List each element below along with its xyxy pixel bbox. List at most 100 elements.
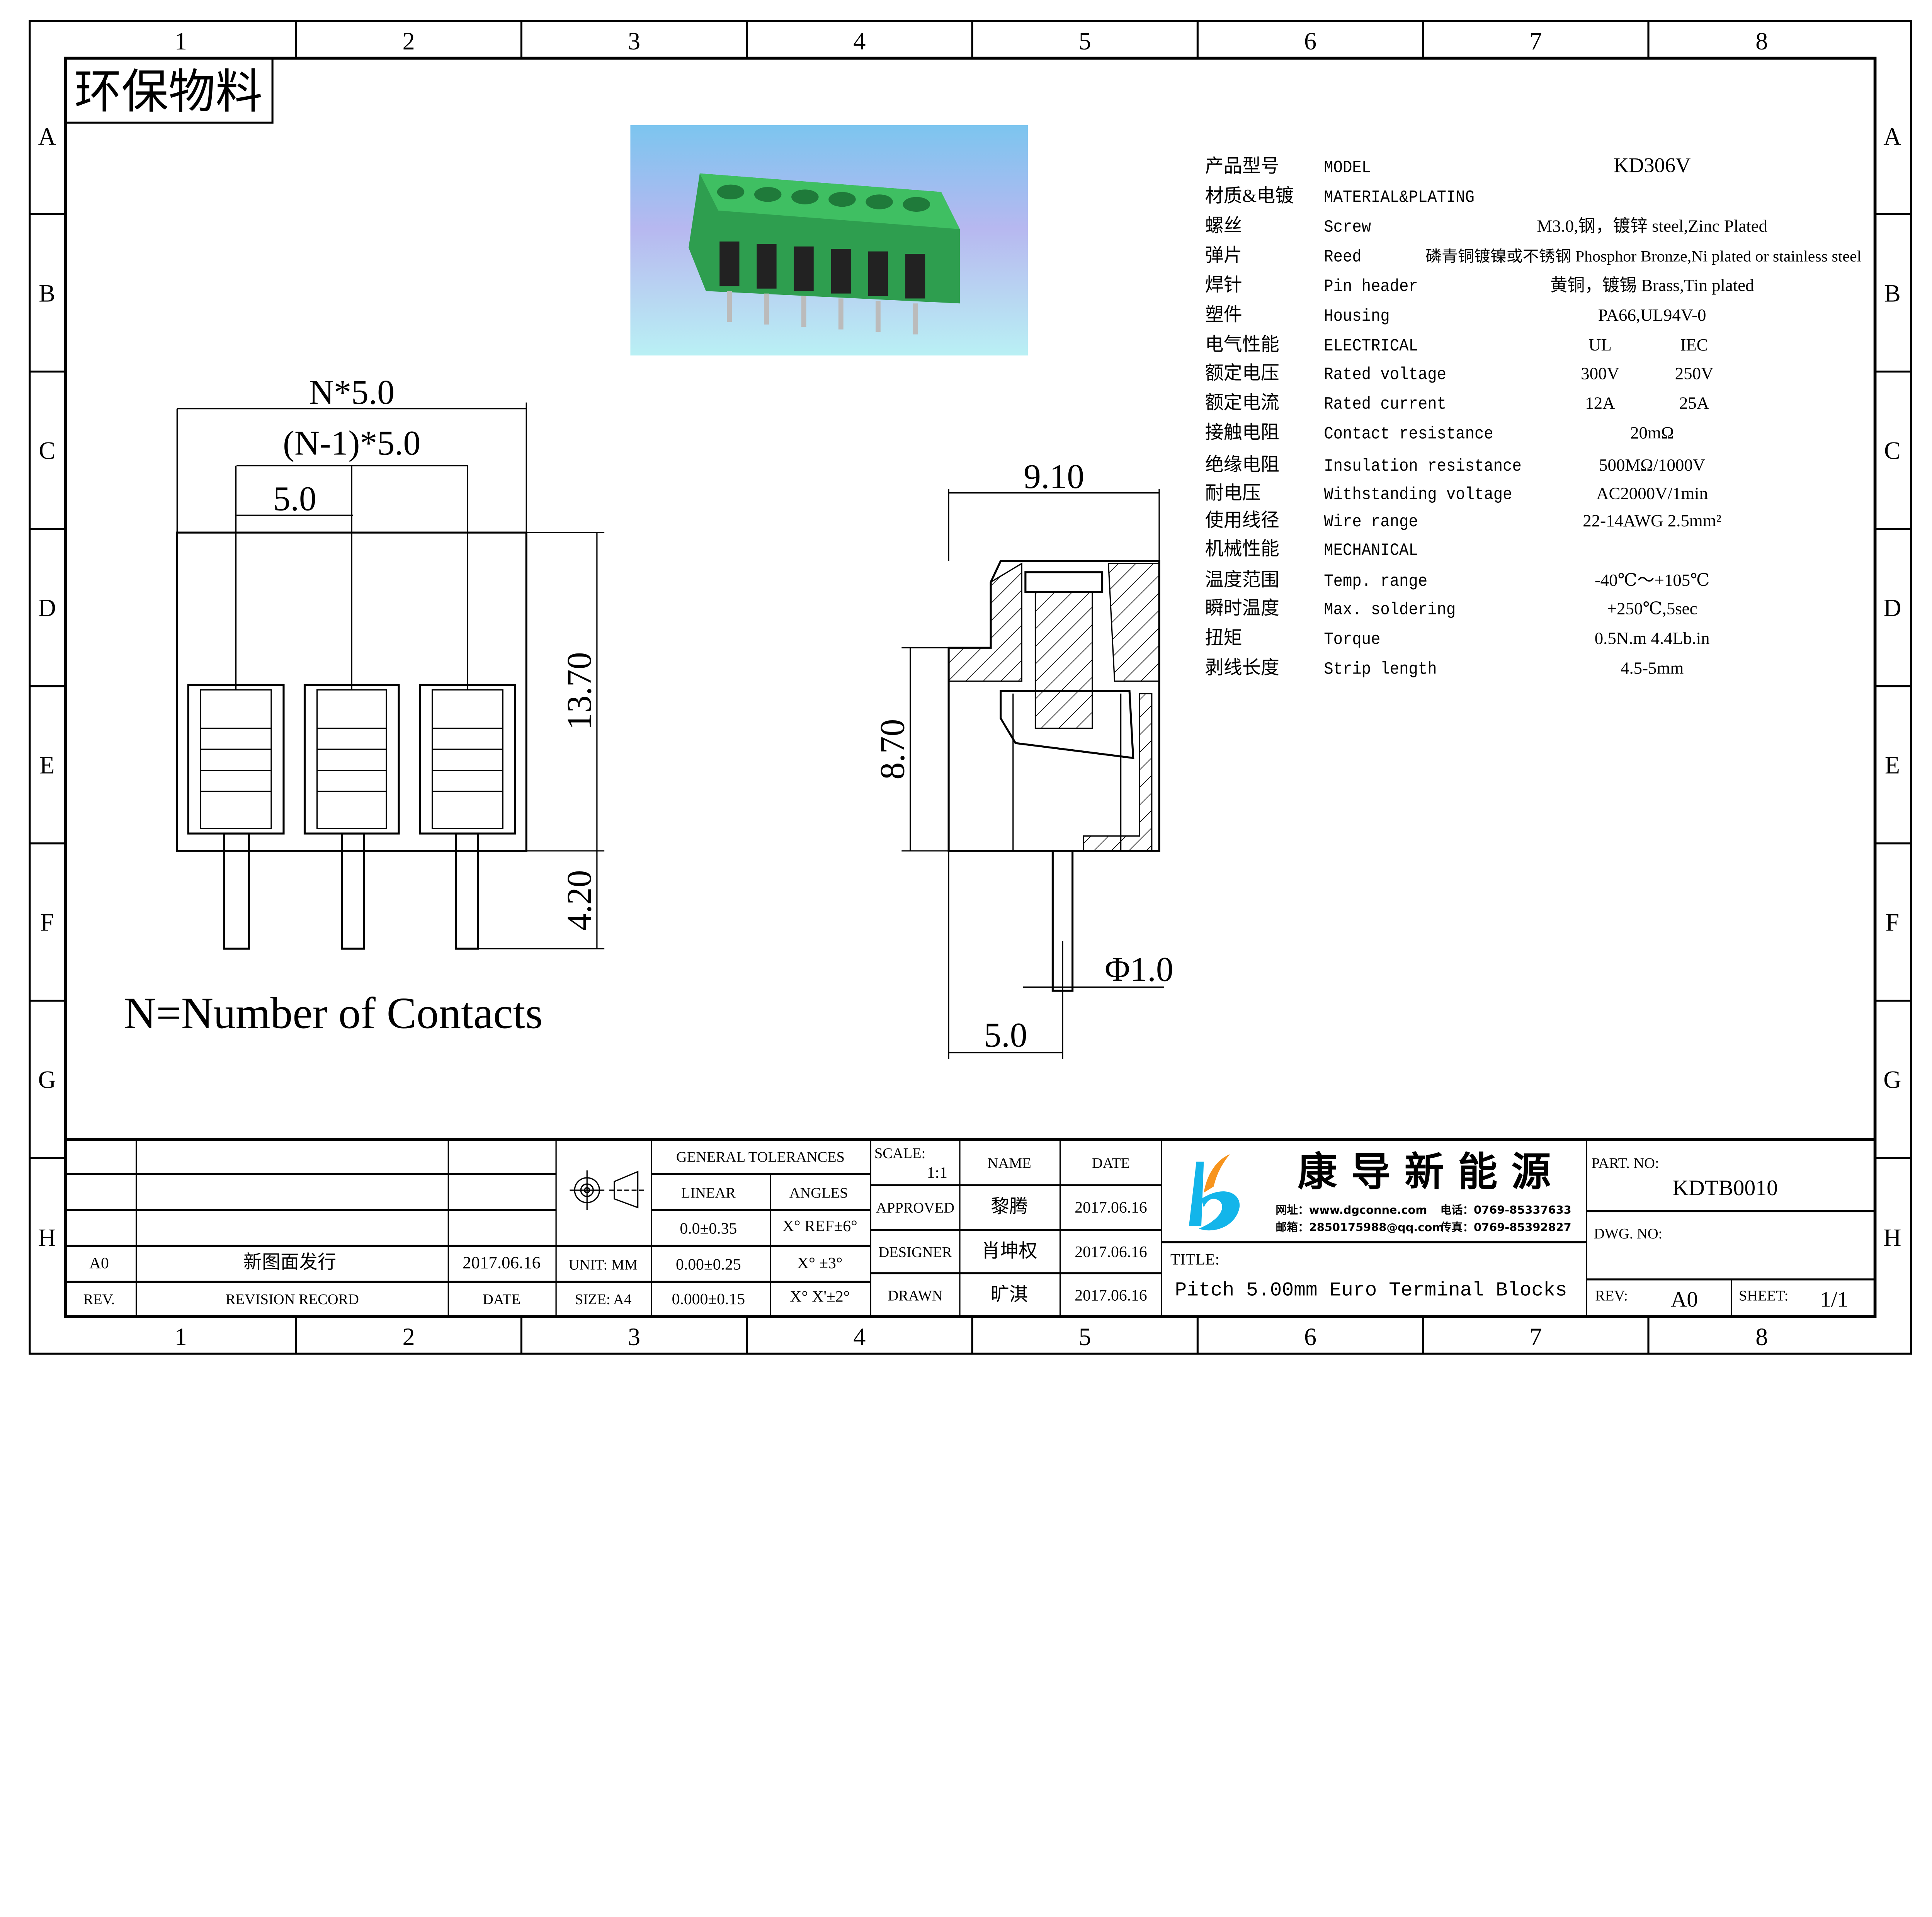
dim-depth: 9.10: [1024, 458, 1084, 496]
spec-label-en: Withstanding voltage: [1324, 485, 1512, 505]
spec-label-cn: 绝缘电阻: [1205, 454, 1279, 475]
pin: [727, 291, 732, 322]
drawn-label: DRAWN: [888, 1288, 942, 1304]
angle-tolerance: X° ±3°: [797, 1254, 843, 1272]
grid-column-label: 4: [853, 27, 866, 55]
grid-column-label: 8: [1755, 27, 1768, 55]
pin: [913, 303, 918, 335]
spec-label-en: Strip length: [1324, 660, 1437, 679]
revision-date: 2017.06.16: [463, 1253, 541, 1272]
grid-column-label: 8: [1755, 1323, 1768, 1351]
product-photo: [630, 125, 1028, 356]
spec-label-en: ELECTRICAL: [1324, 337, 1418, 356]
spec-label-cn: 塑件: [1205, 304, 1242, 325]
spec-value: 20mΩ: [1630, 423, 1674, 442]
part-no-label: PART. NO:: [1592, 1155, 1659, 1171]
spec-label-en: Max. soldering: [1324, 600, 1456, 620]
angles-header: ANGLES: [789, 1185, 848, 1201]
spec-label-cn: 使用线径: [1205, 510, 1279, 531]
scale-label: SCALE:: [874, 1145, 925, 1162]
screw-hole: [828, 192, 856, 207]
spec-value: 22-14AWG 2.5mm²: [1583, 511, 1721, 530]
grid-column-label: 3: [628, 1323, 640, 1351]
approved-name: 黎腾: [991, 1196, 1028, 1217]
pin: [764, 293, 769, 325]
company-email: 邮箱：2850175988@qq.com: [1276, 1221, 1444, 1234]
grid-column-label: 2: [403, 27, 415, 55]
spec-label-cn: 温度范围: [1205, 570, 1279, 590]
dim-pitch-span: (N-1)*5.0: [283, 424, 420, 462]
sheet-label: SHEET:: [1739, 1288, 1788, 1304]
spec-label-cn: 瞬时温度: [1205, 598, 1279, 619]
spec-value-ul: 300V: [1581, 364, 1619, 383]
rev-value: A0: [1671, 1287, 1698, 1311]
date-header: DATE: [483, 1291, 520, 1308]
spec-label-en: Rated current: [1324, 395, 1446, 414]
spec-label-cn: 额定电压: [1205, 363, 1279, 383]
drawing-title: Pitch 5.00mm Euro Terminal Blocks: [1175, 1279, 1567, 1302]
grid-row-label: E: [1885, 752, 1900, 779]
grid-column-label: 5: [1079, 1323, 1091, 1351]
grid-column-label: 6: [1304, 27, 1316, 55]
spec-label-en: Torque: [1324, 630, 1380, 650]
grid-row-label: A: [38, 123, 56, 150]
size-label: SIZE: A4: [575, 1291, 631, 1308]
spec-label-cn: 产品型号: [1205, 156, 1279, 177]
spec-label-cn: 材质&电镀: [1205, 185, 1294, 206]
designer-name: 肖坤权: [981, 1241, 1037, 1261]
wire-entry: [905, 254, 925, 299]
name-header: NAME: [988, 1155, 1031, 1171]
clamp: [431, 689, 503, 829]
grid-column-label: 5: [1079, 27, 1091, 55]
spec-value: 磷青铜镀镍或不锈钢 Phosphor Bronze,Ni plated or s…: [1425, 247, 1861, 265]
zone-grid: [29, 21, 1911, 1354]
grid-row-label: C: [39, 437, 55, 464]
linear-tolerance: 0.000±0.15: [672, 1290, 745, 1308]
dim-height: 13.70: [560, 652, 599, 730]
grid-column-label: 2: [403, 1323, 415, 1351]
linear-tolerance: 0.00±0.25: [676, 1255, 741, 1273]
spec-value-ul: 12A: [1585, 393, 1615, 413]
grid-row-label: B: [1884, 279, 1901, 307]
pin: [454, 832, 479, 950]
grid-column-label: 7: [1529, 27, 1542, 55]
company-fax: 传真：0769-85392827: [1440, 1221, 1571, 1234]
spec-label-en: MATERIAL&PLATING: [1324, 188, 1475, 207]
spec-label-en: Temp. range: [1324, 572, 1427, 591]
grid-row-label: G: [38, 1066, 56, 1094]
pin: [223, 832, 250, 950]
grid-row-label: F: [1886, 909, 1900, 936]
spec-value: 4.5-5mm: [1621, 658, 1684, 678]
pin: [838, 298, 844, 330]
spec-value: +250℃,5sec: [1607, 599, 1697, 618]
sheet-value: 1/1: [1820, 1287, 1849, 1311]
dim-pin-offset: 5.0: [984, 1016, 1027, 1054]
spec-value: 500MΩ/1000V: [1599, 455, 1705, 475]
rev-header: REV.: [83, 1291, 115, 1308]
spec-value-iec: IEC: [1680, 335, 1708, 354]
wire-entry: [719, 241, 740, 286]
grid-column-label: 7: [1529, 1323, 1542, 1351]
grid-row-label: C: [1884, 437, 1901, 464]
drawn-date: 2017.06.16: [1075, 1286, 1147, 1304]
title-block: [65, 1138, 1875, 1317]
clamp: [200, 689, 272, 829]
screw-hole: [717, 184, 745, 200]
wire-entry: [831, 249, 851, 294]
revision-rev: A0: [89, 1254, 109, 1272]
spec-label-cn: 弹片: [1205, 245, 1242, 265]
wire-cavity: [187, 684, 285, 835]
approved-label: APPROVED: [876, 1200, 954, 1216]
pin: [801, 296, 806, 327]
spec-label-cn: 扭矩: [1205, 628, 1242, 648]
wire-cavity: [303, 684, 400, 835]
third-angle-projection-icon: [570, 1170, 644, 1210]
grid-column-label: 1: [175, 27, 187, 55]
spec-label-cn: 焊针: [1205, 275, 1242, 295]
spec-label-en: Reed: [1324, 247, 1361, 267]
spec-label-en: Insulation resistance: [1324, 457, 1522, 476]
